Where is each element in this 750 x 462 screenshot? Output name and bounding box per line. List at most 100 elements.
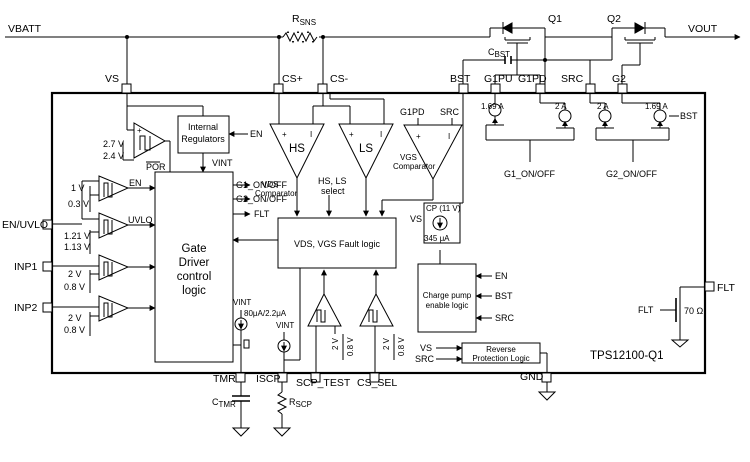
svg-text:+: + [137,126,142,135]
rsns-label: RSNS [292,13,316,27]
g2-pullup-driver: 1.69 A [621,93,679,140]
inp1-hi: 2 V [68,269,82,279]
cbst-label: CBST [488,47,510,59]
svg-text:+: + [282,130,287,139]
svg-text:CS-: CS- [330,73,349,85]
inp1-comparator [98,254,130,281]
svg-text:SRC: SRC [561,73,584,85]
por-label: POR [146,162,166,172]
scp-hi: 2 V [331,337,340,350]
g1-onoff-label: G1_ON/OFF [236,180,288,190]
vgs-label-1: VGS [400,153,417,162]
cp-current-source [432,215,448,231]
por-hi: 2.7 V [103,139,124,149]
vds-label-2: Comparator [255,189,298,198]
uvlo-comparator [98,212,130,239]
gate-driver-line4: logic [182,285,206,297]
vout-label: VOUT [688,23,718,35]
vgs-g1pd-in: G1PD [400,107,425,117]
iscp-gnd [272,427,292,437]
svg-text:2 A: 2 A [555,102,567,111]
svg-text:G1PU: G1PU [484,73,513,85]
uvlo-lo: 1.13 V [64,242,90,252]
cs-hi: 2 V [382,337,391,350]
svg-text:TMR: TMR [213,373,236,385]
driver-g2-label: G2_ON/OFF [606,169,658,179]
pin-cs-sel: CS_SEL [357,372,397,389]
vbatt-label: VBATT [8,23,42,35]
en-comparator [98,175,130,202]
en-hi: 1 V [71,183,85,193]
svg-text:BST: BST [450,73,471,85]
g1-pulldown-driver: 2 A [539,93,575,140]
q2-label: Q2 [607,13,621,25]
inp2-lo: 0.8 V [64,325,85,335]
ls-comparator [338,123,394,180]
gate-driver-line3: control [177,271,212,283]
reverse-protection-1: Reverse [486,345,516,354]
pin-tmr: TMR [213,372,246,385]
svg-text:ISCP: ISCP [256,373,281,385]
g1-pullup-driver: 1.69 A [481,93,504,140]
tmr-gnd [231,427,251,437]
internal-regulators-block [177,115,230,154]
svg-text:CS_SEL: CS_SEL [357,377,397,389]
q1-label: Q1 [548,13,562,25]
svg-text:I: I [380,130,382,139]
svg-text:INP1: INP1 [14,261,38,273]
svg-text:FLT: FLT [717,282,735,294]
pin-flt: FLT [704,281,735,294]
q1-body-diode [501,22,513,34]
pin-g1pu: G1PU [484,73,513,94]
vint-reg-label: VINT [212,158,233,168]
uvlo-signal: UVLO [128,215,153,225]
cp-enable-1: Charge pump [423,291,472,300]
internal-regulators-line2: Regulators [181,134,225,144]
rscp-label: RSCP [289,397,312,409]
pin-cs-plus: CS+ [273,73,303,94]
svg-text:1.69 A: 1.69 A [481,102,504,111]
g2-onoff-label: G2_ON/OFF [236,194,288,204]
iscp-vint: VINT [276,321,294,330]
flt-internal-label: FLT [254,209,270,219]
ctmr-label: CTMR [212,397,236,409]
hs-comparator [269,123,325,180]
pin-bst: BST [450,73,471,94]
g2-pulldown-driver: 2 A [589,93,614,140]
svg-text:+: + [349,130,354,139]
svg-text:G2: G2 [612,73,626,85]
en-signal: EN [129,178,142,188]
fault-logic-label: VDS, VGS Fault logic [294,239,381,249]
pin-gnd: GND [520,371,552,383]
cp-bst-label: BST [495,291,513,301]
fault-logic-block [277,217,397,269]
pin-en-uvlo: EN/UVLO [2,219,53,231]
cp-current: 345 μA [424,234,450,243]
cp-vs-label: VS [410,214,422,224]
inp1-lo: 0.8 V [64,282,85,292]
vgs-comparator [403,124,463,181]
svg-text:EN/UVLO: EN/UVLO [2,219,48,231]
inp2-hi: 2 V [68,313,82,323]
pin-inp2: INP2 [14,302,53,314]
svg-text:2 A: 2 A [597,102,609,111]
en-reg-label: EN [250,129,263,139]
rev-vs-label: VS [420,343,432,353]
rscp-resistor [276,391,288,415]
svg-text:SCP_TEST: SCP_TEST [296,377,351,389]
svg-text:G1PD: G1PD [518,73,547,85]
q2-body-diode [634,22,646,34]
scp-lo: 0.8 V [346,337,355,356]
pin-g2: G2 [612,73,628,94]
pin-g1pd: G1PD [518,73,547,94]
svg-text:VS: VS [105,73,119,85]
rev-src-label: SRC [415,354,435,364]
cp-enable-2: enable logic [426,301,469,310]
hs-label: HS [289,143,305,155]
cp-label: CP (11 V) [426,204,461,213]
pin-inp1: INP1 [14,261,53,273]
vds-label-1: VDS [262,180,278,189]
en-lo: 0.3 V [68,199,89,209]
gate-driver-line1: Gate [182,243,207,255]
